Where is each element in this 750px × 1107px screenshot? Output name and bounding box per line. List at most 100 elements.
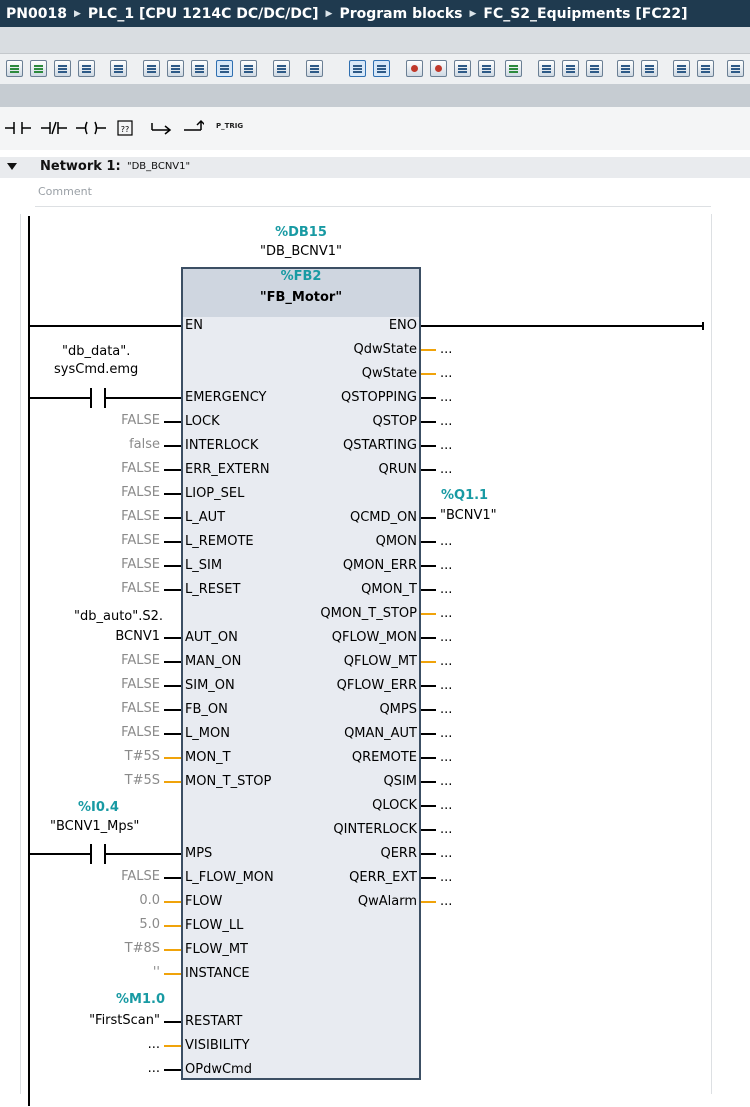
interlock-value[interactable]: false bbox=[129, 437, 160, 452]
tag-info-icon[interactable] bbox=[273, 60, 290, 77]
qcmd-on-address: %Q1.1 bbox=[441, 488, 489, 503]
qmon-t-value[interactable]: ... bbox=[440, 582, 453, 597]
overflow-icon[interactable] bbox=[727, 60, 744, 77]
fb-on-value[interactable]: FALSE bbox=[121, 701, 160, 716]
emergency-contact[interactable] bbox=[90, 388, 92, 408]
qmps-value[interactable]: ... bbox=[440, 702, 453, 717]
show-favorites-icon[interactable] bbox=[373, 60, 390, 77]
coil-icon[interactable] bbox=[76, 119, 106, 137]
fb-motor-block[interactable] bbox=[181, 267, 421, 1080]
call-env-icon[interactable] bbox=[478, 60, 495, 77]
l-remote-value[interactable]: FALSE bbox=[121, 533, 160, 548]
check-block-icon[interactable] bbox=[6, 60, 23, 77]
l-flow-mon-value[interactable]: FALSE bbox=[121, 869, 160, 884]
qerr-value[interactable]: ... bbox=[440, 846, 453, 861]
qrun-value[interactable]: ... bbox=[440, 462, 453, 477]
breadcrumb-program-blocks[interactable]: Program blocks bbox=[339, 5, 463, 22]
qman-aut-value[interactable]: ... bbox=[440, 726, 453, 741]
visibility-value[interactable]: ... bbox=[147, 1037, 160, 1052]
breadcrumb-project[interactable]: PN0018 bbox=[6, 5, 67, 22]
operand-display-icon[interactable] bbox=[240, 60, 257, 77]
nc-contact-icon[interactable] bbox=[41, 119, 67, 137]
qstopping-value[interactable]: ... bbox=[440, 390, 453, 405]
download-icon[interactable] bbox=[505, 60, 522, 77]
open-networks-icon[interactable] bbox=[191, 60, 208, 77]
flow-value[interactable]: 0.0 bbox=[139, 893, 160, 908]
mps-operand-name[interactable]: "BCNV1_Mps" bbox=[50, 819, 140, 834]
input-wire bbox=[164, 493, 181, 495]
flow-ll-value[interactable]: 5.0 bbox=[139, 917, 160, 932]
indent-increase-icon[interactable] bbox=[538, 60, 555, 77]
opdwcmd-value[interactable]: ... bbox=[147, 1061, 160, 1076]
mps-contact[interactable] bbox=[90, 844, 92, 864]
qwalarm-value[interactable]: ... bbox=[440, 894, 453, 909]
man-on-value[interactable]: FALSE bbox=[121, 653, 160, 668]
qstop-value[interactable]: ... bbox=[440, 414, 453, 429]
pin-fb-on: FB_ON bbox=[185, 702, 228, 717]
monitoring-on-off-icon[interactable] bbox=[697, 60, 714, 77]
reset-start-values-icon[interactable] bbox=[110, 60, 127, 77]
l-mon-value[interactable]: FALSE bbox=[121, 725, 160, 740]
qmon-err-value[interactable]: ... bbox=[440, 558, 453, 573]
emergency-operand-line1[interactable]: "db_data". bbox=[62, 344, 131, 359]
qdwstate-value[interactable]: ... bbox=[440, 342, 453, 357]
no-contact-icon[interactable] bbox=[5, 119, 31, 137]
breadcrumb-block[interactable]: FC_S2_Equipments [FC22] bbox=[483, 5, 688, 22]
qwstate-value[interactable]: ... bbox=[440, 366, 453, 381]
sim-on-value[interactable]: FALSE bbox=[121, 677, 160, 692]
collapse-triangle-icon[interactable] bbox=[7, 163, 17, 170]
qmon-value[interactable]: ... bbox=[440, 534, 453, 549]
mon-t-value[interactable]: T#5S bbox=[124, 749, 160, 764]
check-all-icon[interactable] bbox=[30, 60, 47, 77]
qstarting-value[interactable]: ... bbox=[440, 438, 453, 453]
aut-on-value[interactable]: BCNV1 bbox=[115, 629, 160, 644]
qremote-value[interactable]: ... bbox=[440, 750, 453, 765]
insert-network-icon[interactable] bbox=[54, 60, 71, 77]
absolute-address-icon[interactable] bbox=[143, 60, 160, 77]
instance-db-name[interactable]: "DB_BCNV1" bbox=[259, 244, 343, 259]
empty-box-icon[interactable]: ?? bbox=[116, 119, 134, 137]
breakpoint-icon[interactable] bbox=[406, 60, 423, 77]
l-aut-value[interactable]: FALSE bbox=[121, 509, 160, 524]
pin-man-on: MAN_ON bbox=[185, 654, 242, 669]
restart-value[interactable]: "FirstScan" bbox=[89, 1013, 160, 1028]
qlock-value[interactable]: ... bbox=[440, 798, 453, 813]
qflow-mon-value[interactable]: ... bbox=[440, 630, 453, 645]
liop-sel-value[interactable]: FALSE bbox=[121, 485, 160, 500]
output-wire bbox=[421, 565, 436, 567]
emergency-operand-line2[interactable]: sysCmd.emg bbox=[54, 362, 139, 377]
indent-decrease-icon[interactable] bbox=[562, 60, 579, 77]
instance-value[interactable]: '' bbox=[152, 965, 160, 980]
go-to-next-icon[interactable] bbox=[641, 60, 658, 77]
qerr-ext-value[interactable]: ... bbox=[440, 870, 453, 885]
p-trig-button[interactable]: P_TRIG bbox=[216, 122, 244, 130]
qflow-err-value[interactable]: ... bbox=[440, 678, 453, 693]
err-extern-value[interactable]: FALSE bbox=[121, 461, 160, 476]
open-branch-icon[interactable] bbox=[150, 119, 172, 137]
qcmd-on-value[interactable]: "BCNV1" bbox=[440, 508, 497, 523]
l-reset-value[interactable]: FALSE bbox=[121, 581, 160, 596]
clear-breakpoint-icon[interactable] bbox=[430, 60, 447, 77]
delete-network-icon[interactable] bbox=[78, 60, 95, 77]
show-comments-icon[interactable] bbox=[349, 60, 366, 77]
qmon-t-stop-value[interactable]: ... bbox=[440, 606, 453, 621]
network-header[interactable]: Network 1: "DB_BCNV1" bbox=[0, 157, 750, 178]
compare-icon[interactable] bbox=[673, 60, 690, 77]
aut-on-operand-line1[interactable]: "db_auto".S2. bbox=[74, 609, 164, 624]
monitor-icon[interactable] bbox=[454, 60, 471, 77]
favorites-icon[interactable] bbox=[167, 60, 184, 77]
network-comment-field[interactable]: Comment bbox=[35, 181, 711, 207]
close-branch-icon[interactable] bbox=[182, 119, 204, 137]
comments-toggle-icon[interactable] bbox=[216, 60, 233, 77]
flow-mt-value[interactable]: T#8S bbox=[124, 941, 160, 956]
l-sim-value[interactable]: FALSE bbox=[121, 557, 160, 572]
go-to-previous-icon[interactable] bbox=[617, 60, 634, 77]
lock-value[interactable]: FALSE bbox=[121, 413, 160, 428]
qsim-value[interactable]: ... bbox=[440, 774, 453, 789]
qinterlock-value[interactable]: ... bbox=[440, 822, 453, 837]
qflow-mt-value[interactable]: ... bbox=[440, 654, 453, 669]
mon-t-stop-value[interactable]: T#5S bbox=[124, 773, 160, 788]
network-info-icon[interactable] bbox=[306, 60, 323, 77]
move-down-icon[interactable] bbox=[586, 60, 603, 77]
breadcrumb-plc[interactable]: PLC_1 [CPU 1214C DC/DC/DC] bbox=[87, 5, 319, 22]
